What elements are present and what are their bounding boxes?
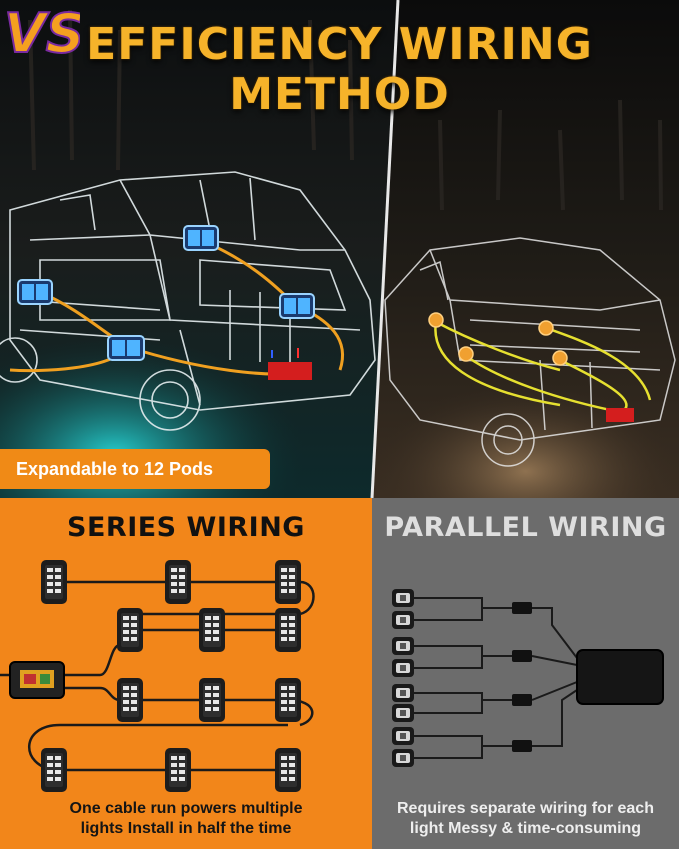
expandable-badge: Expandable to 12 Pods — [0, 449, 270, 489]
series-pods — [41, 560, 301, 792]
series-caption-line-1: One cable run powers multiple — [69, 800, 303, 817]
parallel-pod — [392, 727, 414, 745]
controller-box — [268, 362, 312, 380]
series-wiring-diagram — [0, 560, 315, 792]
headline-line-2: METHOD — [229, 69, 450, 120]
series-pod — [165, 748, 191, 792]
parallel-splitters — [512, 602, 532, 752]
parallel-title: PARALLEL WIRING — [384, 512, 667, 543]
parallel-caption-line-2: light Messy & time-consuming — [409, 820, 642, 837]
series-pod — [199, 678, 225, 722]
truck-illustration — [0, 0, 679, 498]
parallel-caption: Requires separate wiring for each light … — [372, 799, 679, 839]
series-wiring-panel: SERIES WIRING One cable run powers multi… — [0, 498, 372, 849]
parallel-wiring-panel: PARALLEL WIRING Requires separate wiring… — [372, 498, 679, 849]
series-caption: One cable run powers multiple lights Ins… — [0, 799, 372, 839]
series-pod — [41, 748, 67, 792]
parallel-pod — [392, 684, 414, 702]
parallel-pod — [392, 637, 414, 655]
versus-text: VS — [4, 2, 80, 65]
series-title: SERIES WIRING — [67, 512, 305, 543]
parallel-wiring-diagram — [392, 589, 664, 767]
headline: EFFICIENCY WIRING METHOD — [0, 20, 679, 120]
series-pod — [275, 608, 301, 652]
versus-icon: VS — [3, 1, 80, 66]
parallel-pod — [392, 611, 414, 629]
series-pod — [165, 560, 191, 604]
series-caption-line-2: lights Install in half the time — [80, 820, 292, 837]
parallel-controller — [576, 649, 664, 705]
parallel-pods — [392, 589, 414, 767]
parallel-pod — [392, 589, 414, 607]
comparison-scene: EFFICIENCY WIRING METHOD Expandable to 1… — [0, 0, 679, 498]
series-pod — [117, 608, 143, 652]
series-pod — [275, 560, 301, 604]
parallel-pod — [392, 704, 414, 722]
series-pod — [275, 748, 301, 792]
parallel-pod — [392, 749, 414, 767]
series-controller — [9, 661, 65, 699]
series-pod — [117, 678, 143, 722]
series-pod — [275, 678, 301, 722]
parallel-caption-line-1: Requires separate wiring for each — [397, 800, 654, 817]
series-pod — [199, 608, 225, 652]
headline-line-1: EFFICIENCY WIRING — [86, 19, 593, 70]
blue-pod-lights — [17, 225, 315, 361]
series-pod — [41, 560, 67, 604]
amber-pod-lights — [428, 312, 568, 366]
parallel-pod — [392, 659, 414, 677]
